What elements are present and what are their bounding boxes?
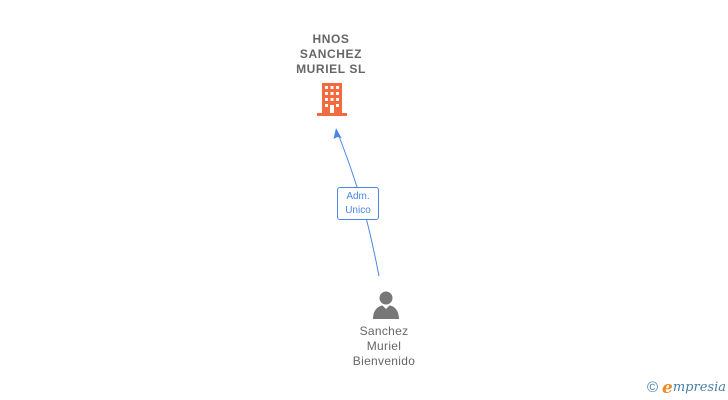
person-name[interactable]: Sanchez Muriel Bienvenido <box>352 324 416 368</box>
role-label[interactable]: Adm. Unico <box>337 187 379 220</box>
brand-name: mpresia <box>672 380 726 395</box>
arrowhead-icon <box>333 128 342 139</box>
building-icon[interactable] <box>315 83 349 117</box>
empresia-logo[interactable]: © e mpresia <box>646 378 726 398</box>
copyright-symbol: © <box>646 379 659 396</box>
person-icon[interactable] <box>371 290 401 320</box>
company-name[interactable]: HNOS SANCHEZ MURIEL SL <box>296 32 366 76</box>
brand-initial: e <box>662 378 673 398</box>
